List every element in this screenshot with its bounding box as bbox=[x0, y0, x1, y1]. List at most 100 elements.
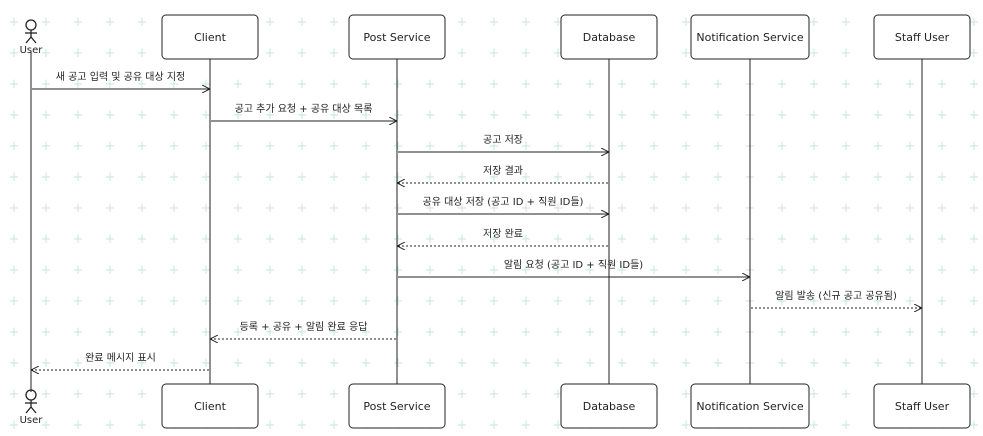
grid-plus: + bbox=[937, 170, 948, 185]
grid-plus: + bbox=[457, 232, 468, 247]
grid-plus: + bbox=[233, 263, 244, 278]
grid-plus: + bbox=[681, 418, 692, 433]
grid-plus: + bbox=[873, 294, 884, 309]
grid-plus: + bbox=[649, 356, 660, 371]
grid-plus: + bbox=[329, 15, 340, 30]
grid-plus: + bbox=[841, 294, 852, 309]
grid-plus: + bbox=[41, 77, 52, 92]
grid-plus: + bbox=[233, 170, 244, 185]
grid-plus: + bbox=[489, 418, 500, 433]
grid-plus: + bbox=[73, 294, 84, 309]
grid-plus: + bbox=[137, 170, 148, 185]
grid-plus: + bbox=[361, 139, 372, 154]
grid-plus: + bbox=[265, 46, 276, 61]
grid-plus: + bbox=[457, 46, 468, 61]
grid-plus: + bbox=[873, 325, 884, 340]
message-label: 공유 대상 저장 (공고 ID + 직원 ID들) bbox=[423, 196, 584, 208]
grid-plus: + bbox=[585, 294, 596, 309]
message-4: 저장 결과 bbox=[398, 165, 608, 183]
grid-plus: + bbox=[585, 263, 596, 278]
grid-plus: + bbox=[41, 170, 52, 185]
message-9: 등록 + 공유 + 알림 완료 응답 bbox=[211, 321, 396, 339]
grid-plus: + bbox=[169, 356, 180, 371]
grid-plus: + bbox=[969, 77, 980, 92]
grid-plus: + bbox=[9, 294, 20, 309]
grid-plus: + bbox=[681, 139, 692, 154]
participant-label: Database bbox=[583, 400, 636, 413]
grid-plus: + bbox=[617, 201, 628, 216]
grid-plus: + bbox=[905, 77, 916, 92]
grid-plus: + bbox=[9, 418, 20, 433]
grid-plus: + bbox=[393, 294, 404, 309]
grid-plus: + bbox=[233, 201, 244, 216]
grid-plus: + bbox=[297, 139, 308, 154]
message-label: 알림 발송 (신규 공고 공유됨) bbox=[775, 290, 897, 302]
message-label: 저장 완료 bbox=[483, 228, 523, 240]
grid-plus: + bbox=[361, 325, 372, 340]
grid-plus: + bbox=[105, 418, 116, 433]
grid-plus: + bbox=[521, 418, 532, 433]
grid-plus: + bbox=[425, 263, 436, 278]
grid-plus: + bbox=[265, 108, 276, 123]
grid-plus: + bbox=[233, 356, 244, 371]
grid-plus: + bbox=[585, 77, 596, 92]
grid-plus: + bbox=[105, 15, 116, 30]
grid-plus: + bbox=[297, 356, 308, 371]
grid-plus: + bbox=[969, 201, 980, 216]
grid-plus: + bbox=[489, 201, 500, 216]
grid-plus: + bbox=[521, 77, 532, 92]
grid-plus: + bbox=[553, 15, 564, 30]
grid-plus: + bbox=[233, 108, 244, 123]
grid-plus: + bbox=[329, 108, 340, 123]
grid-plus: + bbox=[169, 232, 180, 247]
grid-plus: + bbox=[617, 232, 628, 247]
message-label: 완료 메시지 표시 bbox=[85, 352, 156, 364]
participant-box bbox=[348, 383, 446, 429]
participant-top-client: Client bbox=[161, 14, 259, 60]
grid-plus: + bbox=[457, 201, 468, 216]
grid-plus: + bbox=[617, 263, 628, 278]
grid-plus: + bbox=[681, 201, 692, 216]
grid-plus: + bbox=[489, 77, 500, 92]
grid-plus: + bbox=[937, 325, 948, 340]
grid-plus: + bbox=[617, 77, 628, 92]
grid-plus: + bbox=[265, 201, 276, 216]
participant-top-staff: Staff User bbox=[873, 14, 971, 60]
grid-plus: + bbox=[969, 139, 980, 154]
grid-plus: + bbox=[457, 108, 468, 123]
grid-plus: + bbox=[73, 139, 84, 154]
grid-plus: + bbox=[137, 108, 148, 123]
grid-plus: + bbox=[361, 263, 372, 278]
grid-plus: + bbox=[585, 356, 596, 371]
message-6: 저장 완료 bbox=[398, 228, 608, 246]
grid-plus: + bbox=[521, 139, 532, 154]
grid-plus: + bbox=[265, 418, 276, 433]
grid-plus: + bbox=[713, 77, 724, 92]
grid-plus: + bbox=[617, 294, 628, 309]
grid-plus: + bbox=[969, 356, 980, 371]
grid-plus: + bbox=[489, 325, 500, 340]
actor-top-user: User bbox=[20, 19, 43, 56]
grid-plus: + bbox=[553, 387, 564, 402]
grid-plus: + bbox=[329, 201, 340, 216]
grid-plus: + bbox=[265, 356, 276, 371]
grid-plus: + bbox=[329, 139, 340, 154]
grid-plus: + bbox=[521, 325, 532, 340]
grid-plus: + bbox=[9, 170, 20, 185]
grid-plus: + bbox=[521, 387, 532, 402]
grid-plus: + bbox=[201, 294, 212, 309]
grid-plus: + bbox=[233, 232, 244, 247]
grid-plus: + bbox=[969, 170, 980, 185]
grid-plus: + bbox=[553, 232, 564, 247]
grid-plus: + bbox=[41, 356, 52, 371]
grid-plus: + bbox=[617, 325, 628, 340]
grid-plus: + bbox=[233, 77, 244, 92]
grid-plus: + bbox=[329, 387, 340, 402]
grid-plus: + bbox=[137, 294, 148, 309]
participant-label: Staff User bbox=[895, 31, 950, 44]
grid-plus: + bbox=[265, 15, 276, 30]
grid-plus: + bbox=[937, 232, 948, 247]
grid-plus: + bbox=[489, 294, 500, 309]
grid-plus: + bbox=[169, 325, 180, 340]
